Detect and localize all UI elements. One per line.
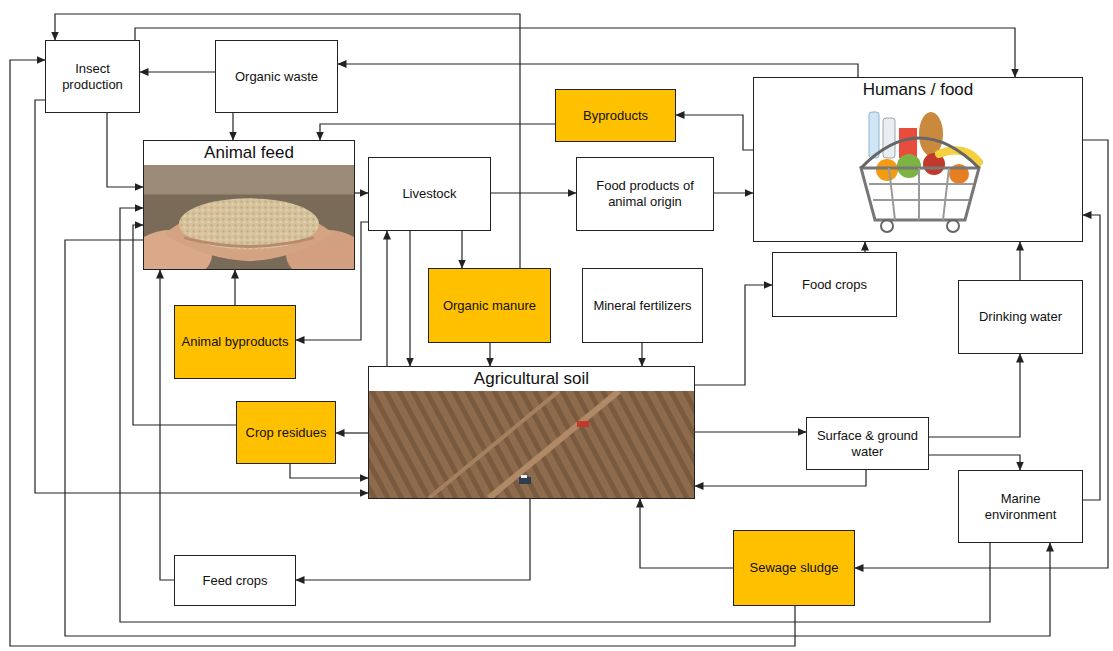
flow-arrow [386, 231, 387, 366]
flow-arrow [640, 499, 733, 568]
flow-arrow [232, 113, 233, 140]
flow-arrow [160, 270, 174, 580]
process-box: Food products of animal origin [576, 157, 714, 231]
process-box: Marine environment [958, 470, 1083, 543]
box-label: Marine environment [964, 491, 1077, 522]
highlighted-box: Animal byproducts [174, 305, 296, 379]
flow-arrow [107, 113, 143, 187]
flow-arrow [296, 499, 530, 580]
box-label: Insect production [51, 61, 134, 92]
food-basket-photo [839, 104, 999, 240]
box-label: Mineral fertilizers [593, 298, 691, 314]
box-label: Crop residues [246, 425, 327, 441]
box-label: Feed crops [202, 573, 267, 589]
flow-arrow [234, 270, 235, 305]
box-label: Sewage sludge [750, 560, 839, 576]
feed-photo [144, 165, 354, 269]
process-box: Insect production [45, 40, 140, 113]
process-box: Drinking water [958, 280, 1083, 354]
flow-arrow [338, 64, 858, 77]
flow-arrow [290, 464, 368, 478]
flow-arrow [491, 192, 576, 193]
highlighted-box: Crop residues [236, 401, 336, 464]
box-label: Organic waste [235, 69, 318, 85]
flow-arrow [695, 470, 866, 486]
flow-arrow [676, 115, 753, 150]
box-label: Livestock [402, 186, 456, 202]
flow-arrow [461, 231, 462, 268]
box-title: Humans / food [754, 78, 1082, 100]
flow-arrow [140, 71, 215, 72]
flow-arrow [695, 431, 806, 432]
flow-arrow [336, 432, 368, 433]
flow-arrow [929, 455, 1020, 470]
flow-arrow [1019, 242, 1020, 280]
flow-arrow [355, 192, 368, 193]
box-label: Surface & ground water [812, 428, 923, 459]
highlighted-box: Sewage sludge [733, 530, 855, 606]
picture-box: Humans / food [753, 77, 1083, 242]
flow-arrow [929, 354, 1020, 437]
process-box: Food crops [772, 252, 897, 317]
picture-box: Agricultural soil [368, 366, 695, 499]
box-title: Agricultural soil [369, 367, 694, 389]
picture-box: Animal feed [143, 140, 355, 270]
highlighted-box: Organic manure [428, 268, 551, 343]
box-label: Drinking water [979, 309, 1062, 325]
box-label: Organic manure [443, 298, 536, 314]
flow-arrow [714, 192, 753, 193]
flow-arrow [120, 208, 990, 622]
flow-arrow [641, 343, 642, 366]
field-photo [369, 391, 694, 498]
flow-arrow [864, 242, 865, 252]
box-label: Byproducts [583, 108, 648, 124]
flow-arrow [409, 231, 410, 366]
process-box: Surface & ground water [806, 417, 929, 470]
box-label: Animal byproducts [182, 334, 289, 350]
process-box: Livestock [368, 157, 491, 231]
highlighted-box: Byproducts [555, 89, 676, 142]
box-label: Food crops [802, 277, 867, 293]
flow-arrow [489, 343, 490, 366]
flow-arrow [35, 100, 368, 493]
flow-arrow [65, 240, 1050, 636]
flow-arrow [10, 60, 795, 646]
process-box: Organic waste [215, 40, 338, 113]
flow-arrow [1083, 215, 1100, 500]
process-box: Mineral fertilizers [582, 268, 703, 343]
process-box: Feed crops [174, 555, 296, 606]
flow-arrow [695, 285, 772, 385]
box-title: Animal feed [144, 141, 354, 163]
box-label: Food products of animal origin [582, 178, 708, 209]
